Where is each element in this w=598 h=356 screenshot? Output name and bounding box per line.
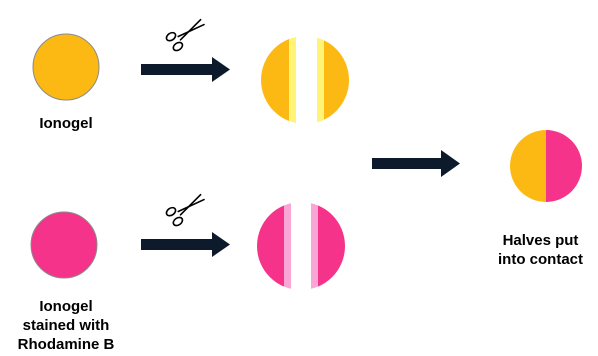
ionogel-cut-halves [261,36,349,124]
healed-ionogel-half [510,130,546,202]
scissors-icon [165,18,205,52]
arrow-right-icon [141,232,230,257]
ionogel-right-half [324,36,349,124]
scissors-icon [165,193,205,227]
ionogel-right-cut-face [317,36,324,124]
rhodamine-disc [30,211,98,279]
healed-rhodamine-half [546,130,582,202]
arrow-right-icon [141,57,230,82]
healed-disc [510,130,582,202]
rhodamine-left-cut-face [284,202,291,290]
rhodamine-left-half [257,202,284,290]
ionogel-label: Ionogel [39,115,93,132]
stained-ionogel-label: Ionogel stained with Rhodamine B [17,298,115,353]
rhodamine-right-cut-face [311,202,318,290]
ionogel-disc [32,33,100,101]
rhodamine-cut-halves [257,202,345,290]
halves-contact-label: Halves put into contact [498,232,583,268]
ionogel-left-half [261,36,289,124]
ionogel-left-cut-face [289,36,296,124]
rhodamine-right-half [318,202,345,290]
arrow-right-icon [372,150,460,177]
